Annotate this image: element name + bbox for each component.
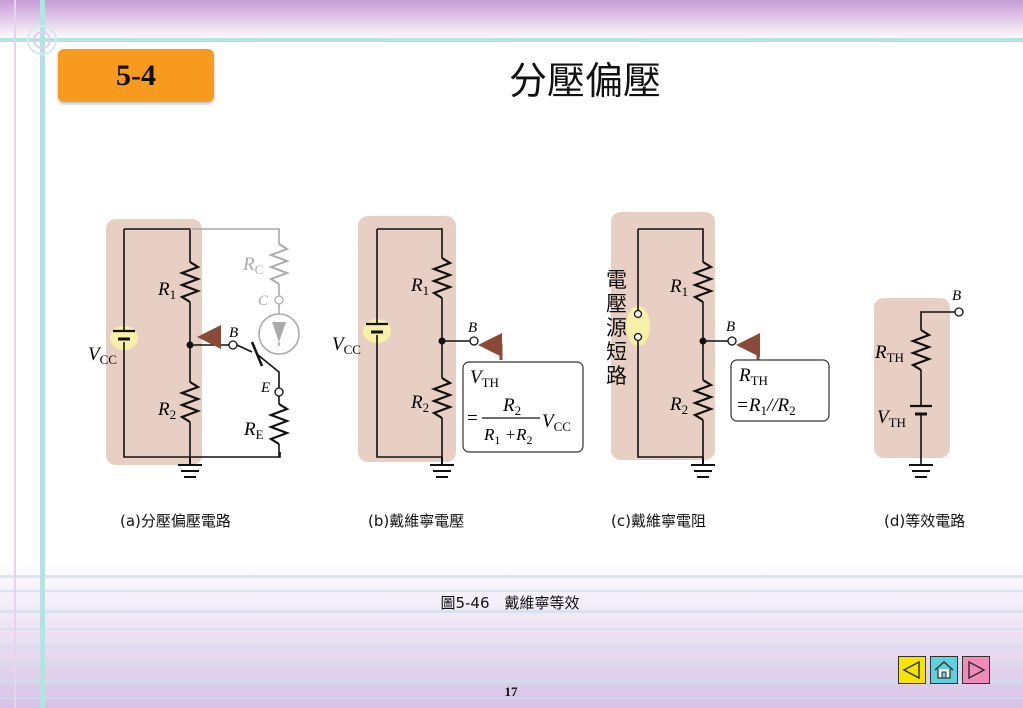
label-e: E [260, 380, 270, 396]
label-rth: R [874, 342, 887, 363]
svg-text:壓: 壓 [606, 292, 627, 316]
svg-text:VCC: VCC [542, 411, 571, 434]
svg-text:VTH: VTH [877, 407, 906, 430]
svg-text:R1: R1 [157, 279, 176, 302]
svg-text:R1 +R2: R1 +R2 [483, 425, 533, 447]
label-b: B [468, 320, 477, 336]
figure-caption: 圖5-46 戴維寧等效 [440, 594, 580, 612]
svg-text:RC: RC [242, 254, 263, 277]
voltage-source-shorted-label: 電 壓 源 短 路 [606, 268, 627, 388]
home-button[interactable] [930, 656, 958, 684]
label-r2: R [157, 399, 170, 420]
svg-text:短: 短 [606, 340, 627, 364]
arrow-left-icon [902, 660, 920, 680]
label-b: B [229, 325, 238, 341]
svg-text:R2: R2 [157, 399, 176, 422]
svg-text:路: 路 [606, 364, 627, 388]
label-r1: R [410, 275, 423, 296]
label-r2: R [410, 392, 423, 413]
svg-text:=R1//R2: =R1//R2 [736, 395, 796, 418]
label-vcc: V [332, 334, 346, 355]
label-rc: R [242, 254, 255, 275]
label-b: B [726, 319, 735, 335]
label-r1: R [157, 279, 170, 300]
label-r2: R [669, 394, 682, 415]
svg-text:VCC: VCC [332, 334, 361, 357]
svg-text:RTH: RTH [874, 342, 904, 365]
page-title: 分壓偏壓 [508, 59, 661, 103]
svg-text:源: 源 [606, 316, 627, 340]
label-vcc: V [88, 344, 102, 365]
arrow-right-icon [968, 660, 986, 680]
svg-text:R2: R2 [410, 392, 429, 415]
caption-c: (c)戴維寧電阻 [611, 512, 706, 530]
circuit-c: 電 壓 源 短 路 R1 R2 B RTH =R1//R2 [606, 212, 830, 478]
label-c: C [258, 293, 269, 309]
home-icon [934, 660, 954, 679]
formula-vth: VTH = R2 R1 +R2 VCC [467, 367, 571, 447]
label-b: B [952, 288, 961, 304]
section-badge: 5-4 [58, 49, 214, 102]
caption-a: (a)分壓偏壓電路 [120, 512, 231, 530]
svg-text:RE: RE [243, 419, 264, 442]
svg-text:電: 電 [606, 268, 627, 292]
svg-text:=: = [467, 408, 478, 429]
circuit-d: B RTH VTH [874, 288, 964, 478]
svg-text:R2: R2 [502, 395, 521, 418]
svg-text:R1: R1 [669, 276, 688, 299]
svg-text:R1: R1 [410, 275, 429, 298]
caption-b: (b)戴維寧電壓 [368, 512, 465, 530]
label-vth: V [877, 407, 891, 428]
svg-text:VTH: VTH [470, 367, 499, 390]
label-r1: R [669, 276, 682, 297]
svg-text:R2: R2 [669, 394, 688, 417]
svg-text:VCC: VCC [88, 344, 117, 367]
circuit-b: R1 R2 VCC B VTH = R2 R1 +R2 VCC [332, 216, 584, 478]
formula-rth: RTH =R1//R2 [736, 365, 796, 418]
circuit-a: R1 R2 VCC RC C B E RE [88, 219, 300, 478]
label-re: R [243, 419, 256, 440]
svg-text:RTH: RTH [738, 365, 768, 388]
next-slide-button[interactable] [962, 656, 990, 684]
prev-slide-button[interactable] [898, 656, 926, 684]
section-number: 5-4 [116, 59, 156, 92]
page-number: 17 [504, 684, 518, 699]
caption-d: (d)等效電路 [884, 512, 966, 530]
